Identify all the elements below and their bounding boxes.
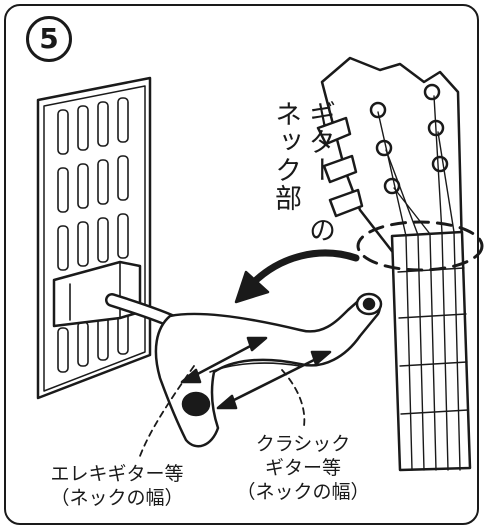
wall-plate: [36, 76, 152, 400]
classic-leader-line: [281, 369, 306, 427]
classic-label-line3: （ネックの幅）: [236, 481, 370, 503]
classic-width-arrow: [216, 350, 332, 410]
step-number-badge: 5: [26, 16, 72, 62]
neck-label-line1: ギター の: [304, 100, 335, 244]
electric-leader-line: [139, 365, 195, 457]
electric-label: エレキギター等 （ネックの幅）: [38, 462, 196, 510]
rotation-arrow: [234, 249, 360, 304]
electric-label-line2: （ネックの幅）: [50, 487, 184, 509]
guitar-headstock: [316, 56, 484, 472]
hanger-arm: [105, 292, 383, 448]
classic-label-line1: クラシック: [255, 433, 351, 455]
electric-label-line1: エレキギター等: [50, 463, 184, 485]
classic-label-line2: ギター等: [264, 457, 341, 479]
neck-label-line2: ネック部: [270, 100, 301, 212]
electric-width-arrow: [180, 336, 268, 384]
classic-label: クラシック ギター等 （ネックの幅）: [224, 432, 382, 504]
